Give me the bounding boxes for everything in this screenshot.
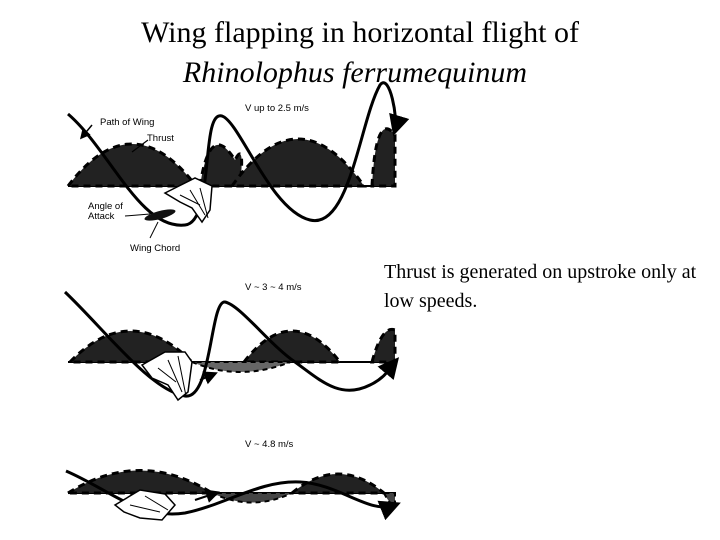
panel-high-speed: V ~ 4.8 m/s: [62, 439, 401, 521]
slide-title-line1: Wing flapping in horizontal flight of: [141, 16, 579, 49]
thrust-lobes: [64, 127, 397, 188]
bat-illustration: [140, 351, 193, 402]
angle-pointer: [124, 213, 151, 217]
thrust-lobes: [62, 469, 389, 495]
chord-pointer: [149, 221, 159, 239]
speed-label-3: V ~ 4.8 m/s: [245, 439, 294, 450]
drag-lobes: [191, 361, 291, 373]
thrust-arrow: [194, 489, 220, 503]
panel-medium-speed: V ~ 3 ~ 4 m/s: [63, 282, 400, 402]
path-pointer-arrow: [79, 124, 93, 140]
bat-illustration: [163, 177, 213, 224]
angle-of-attack-label-2: Attack: [88, 211, 115, 222]
speed-label-1: V up to 2.5 m/s: [245, 103, 309, 114]
angle-of-attack-label-1: Angle of: [88, 201, 123, 212]
slide-title-species: Rhinolophus ferrumequinum: [182, 56, 528, 89]
thrust-label: Thrust: [147, 133, 174, 144]
panel-low-speed: V up to 2.5 m/s Path of Wing Thrust Angl…: [64, 81, 410, 254]
wing-chord-label: Wing Chord: [130, 243, 180, 254]
wing-path-curve: [63, 290, 400, 398]
thrust-pointer: [131, 139, 149, 153]
speed-label-2: V ~ 3 ~ 4 m/s: [245, 282, 302, 293]
thrust-arrow: [199, 371, 218, 385]
path-of-wing-label: Path of Wing: [100, 117, 154, 128]
bat-illustration: [113, 489, 177, 521]
wing-chord-shape: [144, 209, 176, 221]
caption-text: Thrust is generated on upstroke only at …: [384, 261, 697, 312]
